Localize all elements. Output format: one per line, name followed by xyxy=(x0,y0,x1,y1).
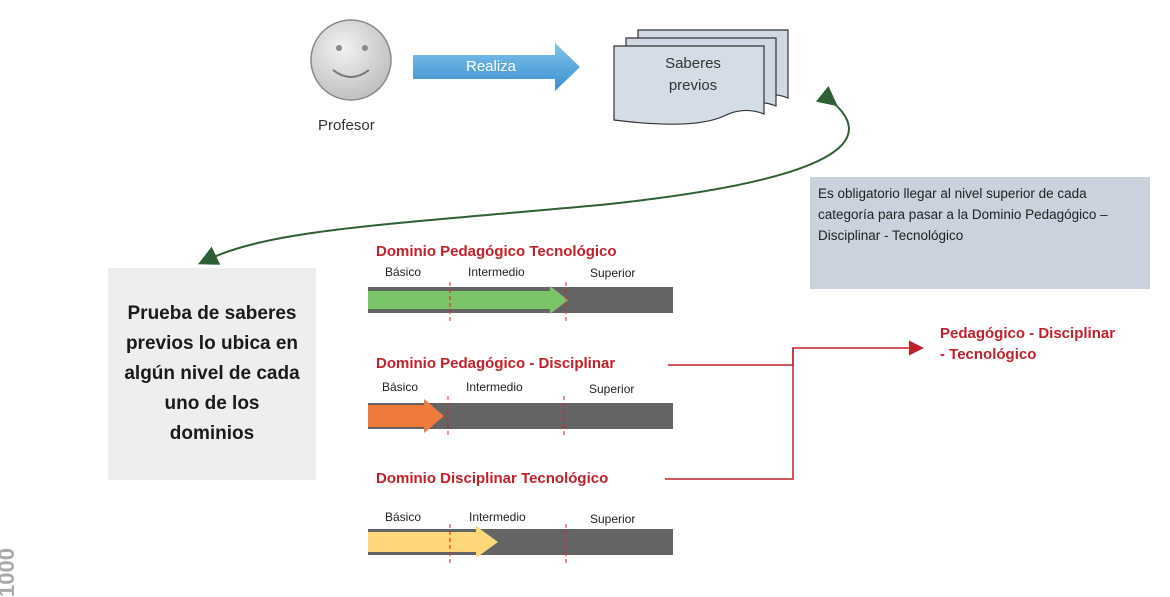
result-label: Pedagógico - Disciplinar - Tecnológico xyxy=(940,323,1115,365)
level-intermediate-2: Intermedio xyxy=(466,380,523,394)
result-line1: Pedagógico - Disciplinar xyxy=(940,325,1116,342)
progress-bar-3 xyxy=(368,524,673,564)
level-superior-1: Superior xyxy=(590,266,636,280)
requirement-note: Es obligatorio llegar al nivel superior … xyxy=(810,177,1150,289)
progress-fill-1 xyxy=(368,286,568,314)
level-intermediate-1: Intermedio xyxy=(468,265,525,279)
level-superior-3: Superior xyxy=(590,512,636,526)
domain-title-1: Dominio Pedagógico Tecnológico xyxy=(376,243,617,260)
level-basic-1: Básico xyxy=(385,265,422,279)
document-label: Saberes previos xyxy=(656,53,730,97)
connector-domain-2 xyxy=(668,348,794,366)
level-basic-3: Básico xyxy=(385,510,422,524)
document-label-line1: Saberes xyxy=(665,55,721,72)
result-line2: - Tecnológico xyxy=(940,346,1037,363)
document-label-line2: previos xyxy=(668,77,718,94)
watermark-text: 1000 xyxy=(0,548,19,597)
feedback-curve-arrow xyxy=(197,85,850,265)
smiley-face-icon xyxy=(310,19,392,101)
level-superior-2: Superior xyxy=(589,382,635,396)
realiza-arrow xyxy=(413,43,580,91)
action-arrow-label: Realiza xyxy=(466,58,517,75)
progress-bar-1 xyxy=(368,282,673,322)
domain-title-3: Dominio Disciplinar Tecnológico xyxy=(376,470,609,487)
test-description-box: Prueba de saberes previos lo ubica en al… xyxy=(108,268,316,480)
level-intermediate-3: Intermedio xyxy=(469,510,526,524)
documents-stack-icon xyxy=(613,29,789,125)
progress-fill-3 xyxy=(368,526,498,558)
level-basic-2: Básico xyxy=(382,380,419,394)
progress-bar-2 xyxy=(368,396,673,438)
progress-fill-2 xyxy=(368,399,444,433)
actor-label: Profesor xyxy=(318,117,375,134)
connector-domain-3 xyxy=(665,340,924,480)
domain-title-2: Dominio Pedagógico - Disciplinar xyxy=(376,355,616,372)
